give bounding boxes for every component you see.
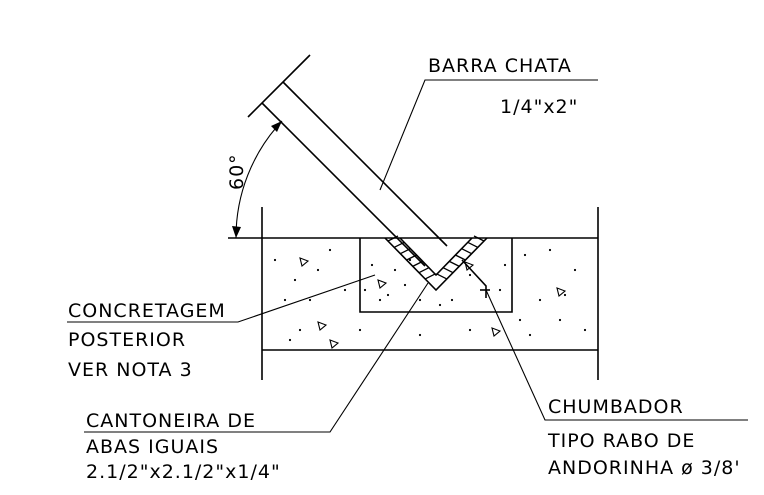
leader-concretagem: CONCRETAGEM POSTERIOR VER NOTA 3 — [67, 274, 376, 381]
chumbador-line1: CHUMBADOR — [548, 396, 684, 418]
barra-chata-label: BARRA CHATA — [428, 55, 572, 77]
cantoneira-line3: 2.1/2"x2.1/2"x1/4" — [86, 461, 281, 483]
cantoneira-line1: CANTONEIRA DE — [86, 410, 256, 432]
flat-bar — [247, 54, 448, 267]
leader-chumbador: CHUMBADOR TIPO RABO DE ANDORINHA ø 3/8' — [485, 289, 748, 479]
concrete-texture — [273, 248, 587, 349]
concretagem-line3: VER NOTA 3 — [68, 359, 193, 381]
barra-chata-size: 1/4"x2" — [500, 96, 578, 118]
cantoneira-line2: ABAS IGUAIS — [86, 436, 219, 458]
angle-label: 60° — [226, 153, 248, 190]
concretagem-line1: CONCRETAGEM — [68, 300, 226, 322]
chumbador-line2: TIPO RABO DE — [547, 430, 695, 452]
grout-pocket — [359, 238, 513, 313]
leader-cantoneira: CANTONEIRA DE ABAS IGUAIS 2.1/2"x2.1/2"x… — [84, 282, 429, 483]
angle-iron — [384, 235, 488, 292]
concrete-slab — [228, 207, 599, 380]
angle-dimension: 60° — [226, 120, 283, 239]
leader-barra-chata: BARRA CHATA 1/4"x2" — [379, 55, 598, 191]
anchor-bolt — [461, 259, 490, 298]
concretagem-line2: POSTERIOR — [68, 329, 186, 351]
chumbador-line3: ANDORINHA ø 3/8' — [548, 457, 741, 479]
